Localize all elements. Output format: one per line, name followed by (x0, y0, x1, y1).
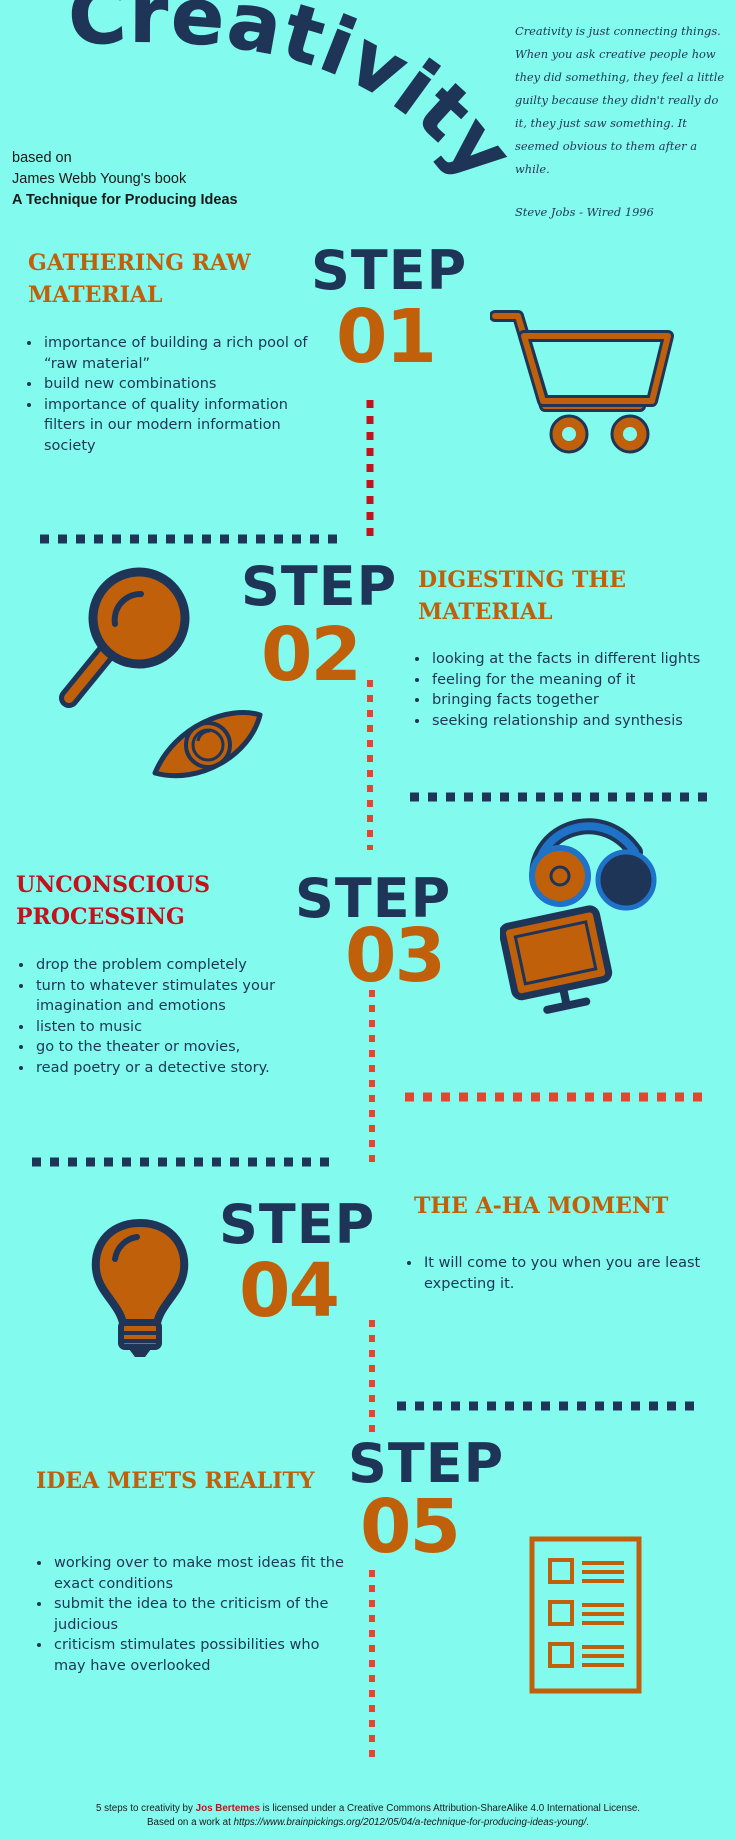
step-5-heading-line1: IDEA MEETS REALITY (36, 1468, 315, 1494)
monitor-icon (500, 905, 613, 1014)
list-item: submit the idea to the criticism of the … (52, 1594, 350, 1635)
footer-line-2: Based on a work at https://www.brainpick… (0, 1816, 736, 1830)
list-item: drop the problem completely (34, 955, 312, 976)
list-item: bringing facts together (430, 690, 728, 711)
footer-line-1: 5 steps to creativity by Jos Bertemes is… (0, 1802, 736, 1816)
footer-text: . (586, 1817, 590, 1828)
step-2-heading: DIGESTING THE MATERIAL (418, 564, 626, 628)
list-item: It will come to you when you are least e… (422, 1253, 720, 1294)
list-item: looking at the facts in different lights (430, 649, 728, 670)
source-line-2: James Webb Young's book (12, 171, 187, 187)
step-2-heading-line1: DIGESTING THE (418, 567, 626, 593)
quote-text: Creativity is just connecting things. Wh… (515, 24, 725, 176)
author-link[interactable]: Jos Bertemes (195, 1803, 260, 1814)
magnifier-icon (59, 567, 190, 708)
step-3-heading: UNCONSCIOUS PROCESSING (16, 869, 210, 933)
step-3-label: STEP (295, 867, 452, 930)
footer-text: is licensed under a Creative Commons Att… (259, 1803, 641, 1814)
step-1-heading: GATHERING RAW MATERIAL (28, 247, 251, 311)
list-item: importance of quality information filter… (42, 395, 320, 457)
list-item: importance of building a rich pool of “r… (42, 333, 320, 374)
source-credit: based on James Webb Young's book A Techn… (12, 148, 238, 211)
step-5-label: STEP (348, 1432, 505, 1495)
list-item: listen to music (34, 1017, 312, 1038)
step-3-list: drop the problem completely turn to what… (12, 955, 312, 1078)
source-line-1: based on (12, 150, 72, 166)
list-item: working over to make most ideas fit the … (52, 1553, 350, 1594)
title-graphic: Creativity Creativity (66, 0, 529, 199)
book-title: A Technique for Producing Ideas (12, 192, 238, 208)
source-link[interactable]: https://www.brainpickings.org/2012/05/04… (233, 1817, 587, 1828)
step-2-list: looking at the facts in different lights… (408, 649, 728, 731)
license-footer: 5 steps to creativity by Jos Bertemes is… (0, 1802, 736, 1830)
checklist-icon (529, 1536, 642, 1694)
footer-text: Based on a work at (146, 1817, 234, 1828)
step-4-label: STEP (219, 1193, 376, 1256)
lightbulb-icon (91, 1219, 189, 1357)
step-2-number: 02 (261, 612, 362, 698)
list-item: read poetry or a detective story. (34, 1058, 312, 1079)
footer-text: 5 steps to creativity by (95, 1803, 196, 1814)
step-3-number: 03 (345, 913, 446, 999)
step-3-heading-line2: PROCESSING (16, 904, 185, 930)
step-3-heading-line1: UNCONSCIOUS (16, 872, 211, 898)
quote-attribution: Steve Jobs - Wired 1996 (515, 205, 654, 219)
step-1-number: 01 (336, 294, 437, 380)
step-1-list: importance of building a rich pool of “r… (20, 333, 320, 456)
list-item: seeking relationship and synthesis (430, 711, 728, 732)
headphones-icon (529, 818, 657, 911)
dotted-connectors (32, 400, 716, 1760)
step-1-heading-line2: MATERIAL (28, 282, 163, 308)
step-4-heading-line1: THE A-HA MOMENT (414, 1193, 669, 1219)
list-item: build new combinations (42, 374, 320, 395)
step-4-heading: THE A-HA MOMENT (414, 1190, 668, 1222)
step-1-heading-line1: GATHERING RAW (28, 250, 251, 276)
step-4-number: 04 (239, 1248, 340, 1334)
step-2-heading-line2: MATERIAL (418, 599, 553, 625)
eye-icon (152, 709, 263, 779)
step-5-list: working over to make most ideas fit the … (30, 1553, 350, 1676)
step-1-label: STEP (311, 239, 468, 302)
step-5-heading: IDEA MEETS REALITY (36, 1465, 315, 1497)
step-2-label: STEP (241, 555, 398, 618)
step-4-list: It will come to you when you are least e… (400, 1253, 720, 1294)
list-item: turn to whatever stimulates your imagina… (34, 976, 312, 1017)
list-item: feeling for the meaning of it (430, 670, 728, 691)
step-5-number: 05 (360, 1484, 461, 1570)
list-item: go to the theater or movies, (34, 1037, 312, 1058)
list-item: criticism stimulates possibilities who m… (52, 1635, 350, 1676)
shopping-cart-icon (490, 310, 674, 454)
